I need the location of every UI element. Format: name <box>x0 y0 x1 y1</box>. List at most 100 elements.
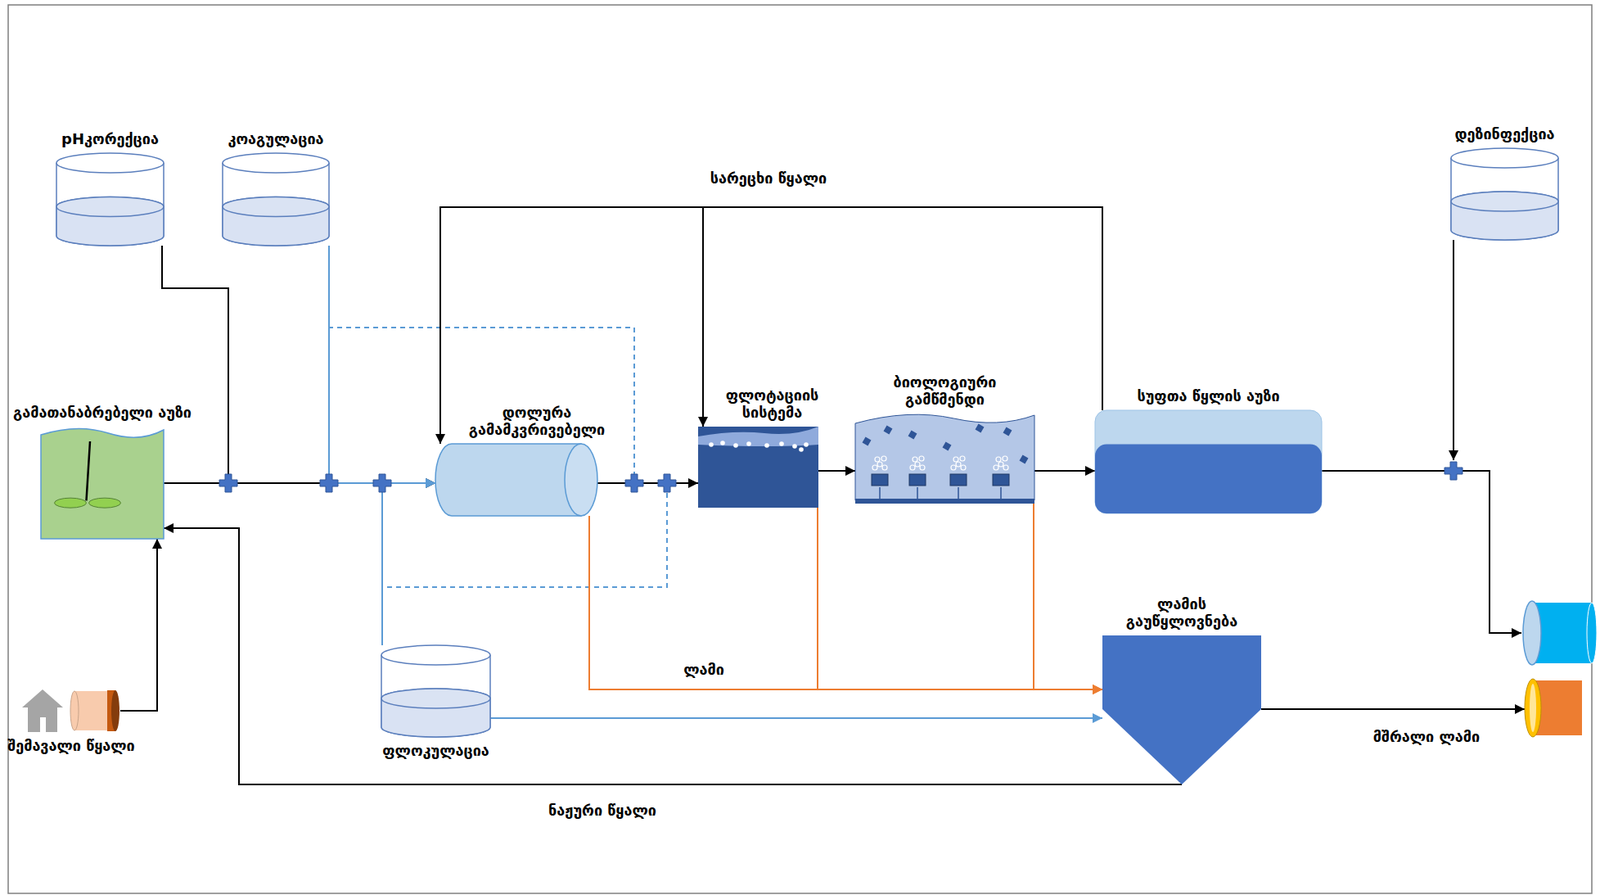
chemical-tank: დეზინფექცია <box>1451 148 1559 240</box>
drawing-circle <box>708 441 714 447</box>
drawing-ellipse <box>1524 678 1542 737</box>
flow-connector <box>162 245 436 483</box>
drawing-rect <box>698 426 819 508</box>
flow-connector <box>490 716 1103 719</box>
drawing-circle <box>874 456 880 462</box>
drawing-rect <box>1003 427 1013 437</box>
drawing-path <box>698 426 819 447</box>
flow-connector <box>818 469 856 472</box>
drawing-rect <box>1095 410 1322 514</box>
edge-label: ლამი <box>680 660 728 679</box>
chemical-tank: კოაგულაცია <box>222 153 330 246</box>
drawing-path <box>40 428 164 539</box>
junction <box>625 473 644 492</box>
flow-connector <box>1033 503 1103 690</box>
drawing-circle <box>919 464 925 470</box>
node-label: დეზინფექცია <box>1423 125 1587 144</box>
drum-thickener-shape <box>435 443 598 516</box>
node-label: ფლოკულაცია <box>354 741 519 760</box>
flow-connector <box>597 482 699 484</box>
drawing-rect <box>942 441 952 451</box>
drawing-ellipse <box>222 197 330 217</box>
drawing-circle <box>910 464 915 470</box>
drawing-ellipse <box>1529 683 1537 732</box>
node-label: ლამის გაუწყლოვნება <box>1099 594 1264 631</box>
drawing-rect <box>862 437 872 447</box>
pipe-end <box>1586 602 1597 663</box>
sludge-outlet: მშრალი ლამი <box>1524 678 1582 737</box>
flow-connector <box>382 482 436 645</box>
flow-connector <box>440 207 1103 444</box>
drawing-circle <box>746 441 752 447</box>
drawing-ellipse <box>54 497 87 508</box>
drawing-ellipse <box>89 497 122 508</box>
drawing-path <box>435 443 582 516</box>
drawing-line <box>1000 486 1002 499</box>
flow-connector <box>1034 469 1096 472</box>
junction <box>219 473 238 492</box>
drawing-path <box>855 414 1035 501</box>
edge-label: სარეცხი წყალი <box>707 169 830 188</box>
drawing-circle <box>950 464 956 470</box>
drawing-rect <box>871 473 888 486</box>
drawing-path <box>1451 157 1559 240</box>
drawing-circle <box>960 455 965 461</box>
equalization-basin-shape <box>40 426 164 539</box>
drawing-circle <box>798 446 804 452</box>
drawing-circle <box>764 442 770 448</box>
drawing-rect <box>883 425 893 435</box>
drawing-rect <box>74 690 111 731</box>
chemical-tank-shape <box>56 153 164 246</box>
drawing-ellipse <box>56 153 164 173</box>
flow-connector <box>120 538 158 711</box>
drawing-circle <box>779 441 785 447</box>
drawing-ellipse <box>70 690 79 731</box>
drum-thickener: დოლურა გამამკვრივებელი <box>435 443 598 516</box>
drawing-circle <box>720 440 726 446</box>
flow-connector <box>589 515 1103 690</box>
biological-reactor-shape <box>855 413 1035 504</box>
node-label: ბიოლოგიური გამწმენდი <box>875 373 1015 409</box>
drawing-circle <box>912 456 918 462</box>
drawing-line <box>86 441 91 501</box>
drawing-path <box>381 688 491 737</box>
drawing-circle <box>960 464 966 470</box>
drawing-rect <box>855 498 1035 504</box>
junction <box>1444 461 1463 480</box>
drawing-line <box>916 486 919 499</box>
outlet-pipe <box>1523 600 1597 665</box>
flow-connector <box>817 507 1103 690</box>
node-label: დოლურა გამამკვრივებელი <box>450 403 624 439</box>
frame <box>8 4 1592 893</box>
node-label: მშრალი ლამი <box>1348 727 1505 746</box>
sludge-outlet-shape <box>1524 678 1582 737</box>
pipe-ring <box>1523 600 1542 665</box>
drawing-circle <box>882 464 888 470</box>
drawing-circle <box>914 461 920 467</box>
drawing-circle <box>996 456 1001 462</box>
drawing-circle <box>1003 464 1009 470</box>
flow-connector <box>163 527 1182 785</box>
drawing-ellipse <box>381 688 491 708</box>
drawing-path <box>1451 191 1559 240</box>
junction <box>320 473 339 492</box>
node-label: ფლოტაციის სისტემა <box>715 386 830 422</box>
drawing-circle <box>792 443 798 449</box>
drawing-ellipse <box>564 443 598 516</box>
flotation-unit: ფლოტაციის სისტემა <box>698 426 819 508</box>
equalization-basin: გამათანაბრებელი აუზი <box>40 426 164 539</box>
biological-reactor: ბიოლოგიური გამწმენდი <box>855 413 1035 504</box>
drawing-rect <box>1095 444 1322 514</box>
flow-connector <box>1261 707 1525 710</box>
drawing-path <box>56 162 164 246</box>
drawing-rect <box>908 430 918 440</box>
node-label: შემავალი წყალი <box>0 736 154 755</box>
drawing-rect <box>950 473 967 486</box>
sludge-dewatering: ლამის გაუწყლოვნება <box>1102 635 1262 785</box>
drawing-circle <box>998 461 1004 467</box>
drawing-ellipse <box>222 153 330 173</box>
drawing-rect <box>1534 680 1582 735</box>
junction <box>373 473 392 492</box>
flow-connector <box>329 245 436 483</box>
drawing-circle <box>1002 455 1008 461</box>
